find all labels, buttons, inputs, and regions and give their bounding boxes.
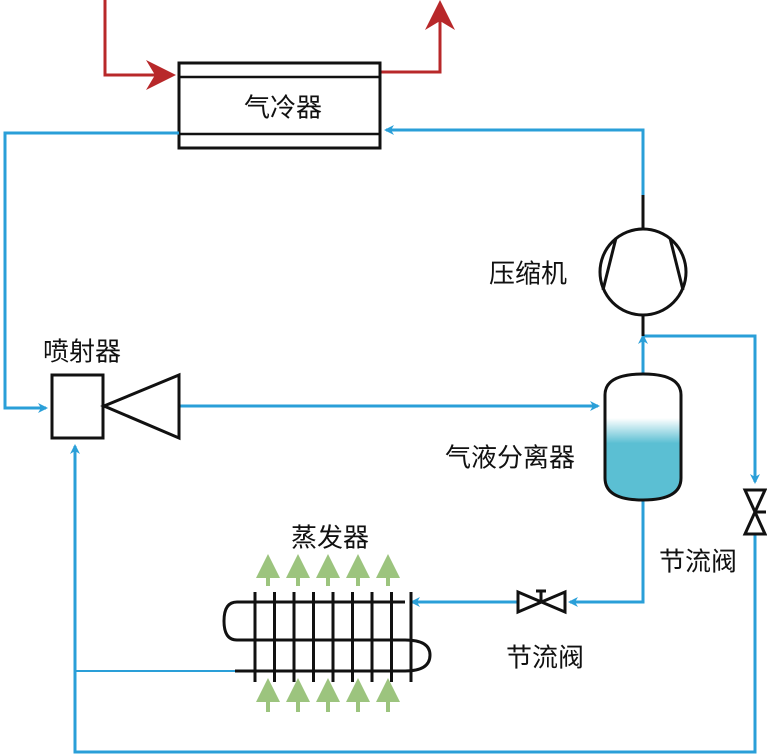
compressor [598, 195, 688, 336]
ejector-label: 喷射器 [42, 337, 122, 368]
evaporator [222, 592, 432, 682]
evaporator-label: 蒸发器 [290, 523, 370, 554]
ejector [50, 372, 181, 441]
gas-cooler-label: 气冷器 [243, 93, 323, 124]
valve-to-ejector-line [70, 444, 757, 754]
hot-fluid-inlet-line [103, 0, 176, 90]
throttle-valve-bottom-label: 节流阀 [505, 643, 585, 674]
separator-label: 气液分离器 [444, 443, 576, 474]
hot-fluid-outlet-line [380, 0, 455, 74]
gas-cooler [177, 61, 382, 150]
compressor-label: 压缩机 [488, 259, 568, 290]
compressor-to-cooler-line [384, 125, 645, 195]
throttle-valve-right [742, 488, 767, 536]
cooler-to-ejector-line [3, 131, 179, 413]
throttle-valve-right-label: 节流阀 [658, 547, 738, 578]
throttle-valve-bottom [516, 589, 567, 615]
separator-to-valve-line [568, 500, 645, 607]
bypass-to-valve-line [643, 334, 760, 484]
gas-liquid-separator [603, 372, 683, 502]
